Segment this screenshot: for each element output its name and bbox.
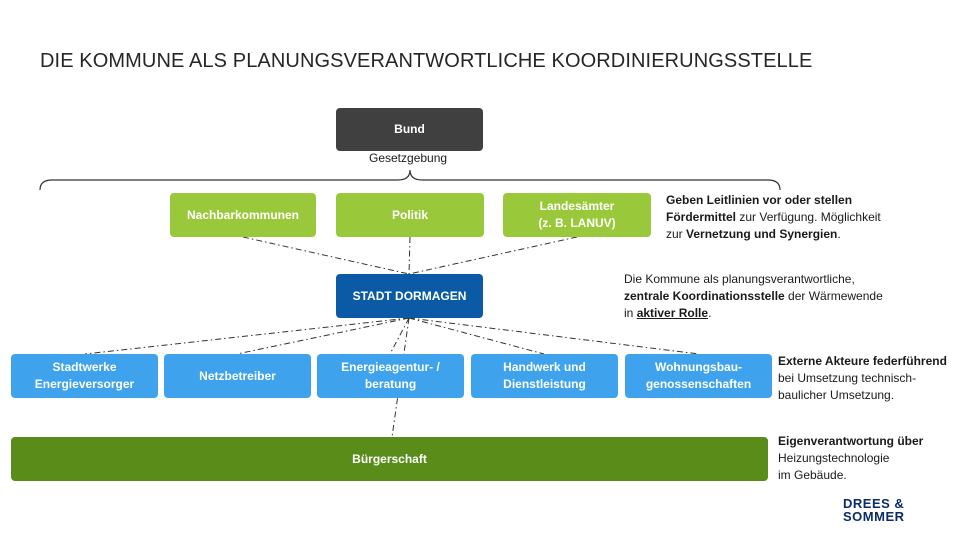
note1-line3-bold: Vernetzung und Synergien [686,227,838,241]
wohnungsbau-label-line1: Wohnungsbau- [654,360,743,374]
connector-buergerschaft [391,317,410,438]
connector-handwerk [408,317,545,355]
note4-line2: Heizungstechnologie [778,451,890,465]
note1-line1: Geben Leitlinien vor oder stellen [666,193,853,207]
connector-politik [408,236,411,275]
bund-box: Bund [336,108,483,151]
note2-line1: Die Kommune als planungsverantwortliche, [624,272,855,286]
energieagentur-box: Energieagentur- / beratung [317,354,464,398]
politik-box: Politik [336,193,484,237]
note-buergerschaft: Eigenverantwortung über Heizungstechnolo… [778,433,923,484]
handwerk-label-line1: Handwerk und [503,360,586,374]
wohnungsbau-box: Wohnungsbau- genossenschaften [625,354,772,398]
buergerschaft-box: Bürgerschaft [11,437,768,481]
note-externe-akteure: Externe Akteure federführend bei Umsetzu… [778,353,947,404]
buergerschaft-label: Bürgerschaft [352,451,427,466]
drees-sommer-logo: DREES & SOMMER [843,497,905,523]
bund-label: Bund [394,122,425,136]
logo-line1: DREES & [843,496,905,511]
netzbetreiber-label: Netzbetreiber [199,368,276,383]
note4-line3: im Gebäude. [778,468,847,482]
note2-line3-end: . [708,306,712,320]
landesaemter-box: Landesämter (z. B. LANUV) [503,193,651,237]
note1-line2-rest: zur Verfügung. Möglichkeit [736,210,881,224]
note2-line2-rest: der Wärmewende [784,289,883,303]
nachbarkommunen-label: Nachbarkommunen [186,207,300,222]
nachbarkommunen-box: Nachbarkommunen [170,193,316,237]
stadtwerke-label-line1: Stadtwerke [52,360,117,374]
note3-line1: Externe Akteure federführend [778,354,947,368]
landesaemter-label-line1: Landesämter [539,199,615,213]
note1-line2-bold: Fördermittel [666,210,737,224]
note1-line3-pre: zur [666,227,687,241]
stadt-dormagen-label: STADT DORMAGEN [352,288,467,303]
connector-stadtwerke [84,317,410,355]
connector-wohnungsbau [408,317,700,355]
handwerk-label-line2: Dienstleistung [503,377,586,391]
note2-line2-bold: zentrale Koordinationsstelle [624,289,785,303]
politik-label: Politik [391,207,428,222]
stadt-dormagen-box: STADT DORMAGEN [336,274,483,318]
note-landesebene: Geben Leitlinien vor oder stellen Förder… [666,192,881,243]
connector-netzbetreiber [236,317,410,355]
note-kommune: Die Kommune als planungsverantwortliche,… [624,271,883,322]
stadtwerke-label-line2: Energieversorger [34,377,135,391]
wohnungsbau-label-line2: genossenschaften [645,377,752,391]
note1-line3-end: . [837,227,841,241]
page-title: DIE KOMMUNE ALS PLANUNGSVERANTWORTLICHE … [40,50,813,72]
netzbetreiber-box: Netzbetreiber [164,354,311,398]
connector-landesaemter [408,236,578,275]
note3-line2: bei Umsetzung technisch- [778,371,917,385]
note4-line1: Eigenverantwortung über [778,434,924,448]
note2-line3-pre: in [624,306,637,320]
gesetzgebung-label: Gesetzgebung [369,151,448,165]
note3-line3: baulicher Umsetzung. [778,388,895,402]
handwerk-box: Handwerk und Dienstleistung [471,354,618,398]
note2-line3-bold: aktiver Rolle [636,306,709,320]
gesetzgebung-brace [39,169,781,191]
logo-line2: SOMMER [843,509,905,524]
landesaemter-label-line2: (z. B. LANUV) [538,216,616,230]
energieagentur-label-line1: Energieagentur- / [341,360,440,374]
connector-nachbarkommunen [242,236,410,275]
stadtwerke-box: Stadtwerke Energieversorger [11,354,158,398]
energieagentur-label-line2: beratung [364,377,417,391]
